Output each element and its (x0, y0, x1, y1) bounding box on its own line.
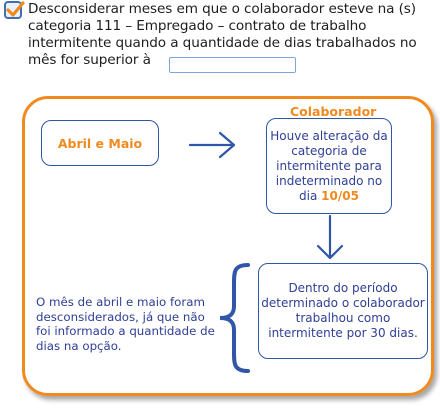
diagram-frame (22, 96, 434, 396)
change-date: 10/05 (321, 188, 359, 203)
worked-days-text: Dentro do período determinado o colabora… (261, 281, 425, 340)
category-change-text: Houve alteração da categoria de intermit… (270, 128, 388, 203)
curly-brace-icon (219, 263, 250, 373)
option-label: Desconsiderar meses em que o colaborador… (28, 1, 417, 68)
option-checkbox[interactable] (4, 1, 25, 19)
explanation-note: O mês de abril e maio foram desconsidera… (36, 295, 215, 353)
period-label: Abril e Maio (57, 135, 143, 151)
days-input[interactable] (169, 57, 296, 73)
arrow-right-icon (188, 131, 236, 159)
frame-title: Colaborador (290, 104, 377, 119)
arrow-down-icon (316, 214, 344, 260)
category-change-box: Houve alteração da categoria de intermit… (266, 118, 392, 214)
worked-days-box: Dentro do período determinado o colabora… (258, 263, 428, 359)
period-box: Abril e Maio (41, 120, 159, 166)
checkmark-icon (6, 1, 25, 17)
